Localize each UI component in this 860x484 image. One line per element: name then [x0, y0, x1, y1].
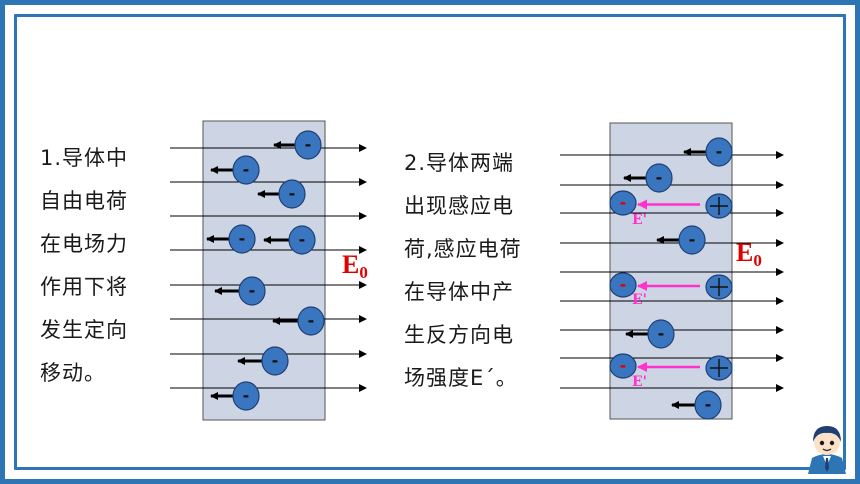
electron [645, 163, 673, 193]
induced-negative-charge [609, 190, 637, 216]
left-text-line: 作用下将 [40, 275, 128, 299]
electron [294, 130, 322, 160]
electron-sign: - [705, 395, 712, 414]
induced-negative-charge [609, 353, 637, 379]
left-text-line: 移动。 [40, 361, 106, 385]
electron [228, 224, 256, 254]
electron [238, 276, 266, 306]
left-text-line: 1.导体中 [40, 146, 129, 170]
electron [278, 179, 306, 209]
electron-sign: - [620, 193, 627, 212]
teacher-avatar-icon [808, 426, 846, 474]
field-label-left: E0 [342, 250, 368, 283]
left-text-line: 在电场力 [40, 232, 128, 256]
right-text-line: 在导体中产 [404, 280, 514, 304]
electron-sign: - [716, 142, 723, 161]
electron-sign: - [656, 168, 663, 187]
right-diagram: ------E'-E'-E' [560, 122, 784, 420]
electron-sign: - [272, 351, 279, 370]
electron-sign: - [689, 230, 696, 249]
right-text-line: 生反方向电 [404, 323, 514, 347]
right-text-line: 场强度E´。 [404, 366, 518, 390]
field-label-subscript: 0 [753, 251, 762, 270]
right-text-line: 出现感应电 [404, 194, 514, 218]
inner-frame [14, 14, 846, 470]
right-explanation: 2.导体两端 出现感应电 荷,感应电荷 在导体中产 生反方向电 场强度E´。 [404, 142, 522, 400]
induced-field-label: E' [632, 374, 647, 390]
induced-negative-charge [609, 272, 637, 298]
electron [232, 381, 260, 411]
electron [232, 155, 260, 185]
electron [647, 319, 675, 349]
induced-field-label: E' [632, 212, 647, 228]
conductor-slab [202, 120, 326, 421]
left-text-line: 自由电荷 [40, 189, 128, 213]
electron [297, 306, 325, 336]
electron-sign: - [243, 386, 250, 405]
electron-sign: - [658, 324, 665, 343]
field-label-right: E0 [736, 238, 762, 271]
electron [288, 225, 316, 255]
induced-field-label: E' [632, 292, 647, 308]
electron-sign: - [299, 230, 306, 249]
left-text-line: 发生定向 [40, 318, 128, 342]
electron [678, 225, 706, 255]
electron-sign: - [243, 160, 250, 179]
left-diagram: - - - - - - - - - [170, 120, 367, 421]
electron-sign: - [289, 184, 296, 203]
field-label-letter: E [736, 238, 754, 267]
electron-sign: - [239, 229, 246, 248]
electron [694, 390, 722, 420]
electron [705, 137, 733, 167]
electron-sign: - [308, 311, 315, 330]
electron-sign: - [305, 135, 312, 154]
right-text-line: 2.导体两端 [404, 151, 515, 175]
electron-sign: - [249, 281, 256, 300]
right-text-line: 荷,感应电荷 [404, 237, 522, 261]
electron-sign: - [620, 275, 627, 294]
left-explanation: 1.导体中 自由电荷 在电场力 作用下将 发生定向 移动。 [40, 137, 128, 395]
electron-sign: - [620, 356, 627, 375]
field-label-subscript: 0 [359, 263, 368, 282]
electron [261, 346, 289, 376]
field-label-letter: E [342, 250, 360, 279]
